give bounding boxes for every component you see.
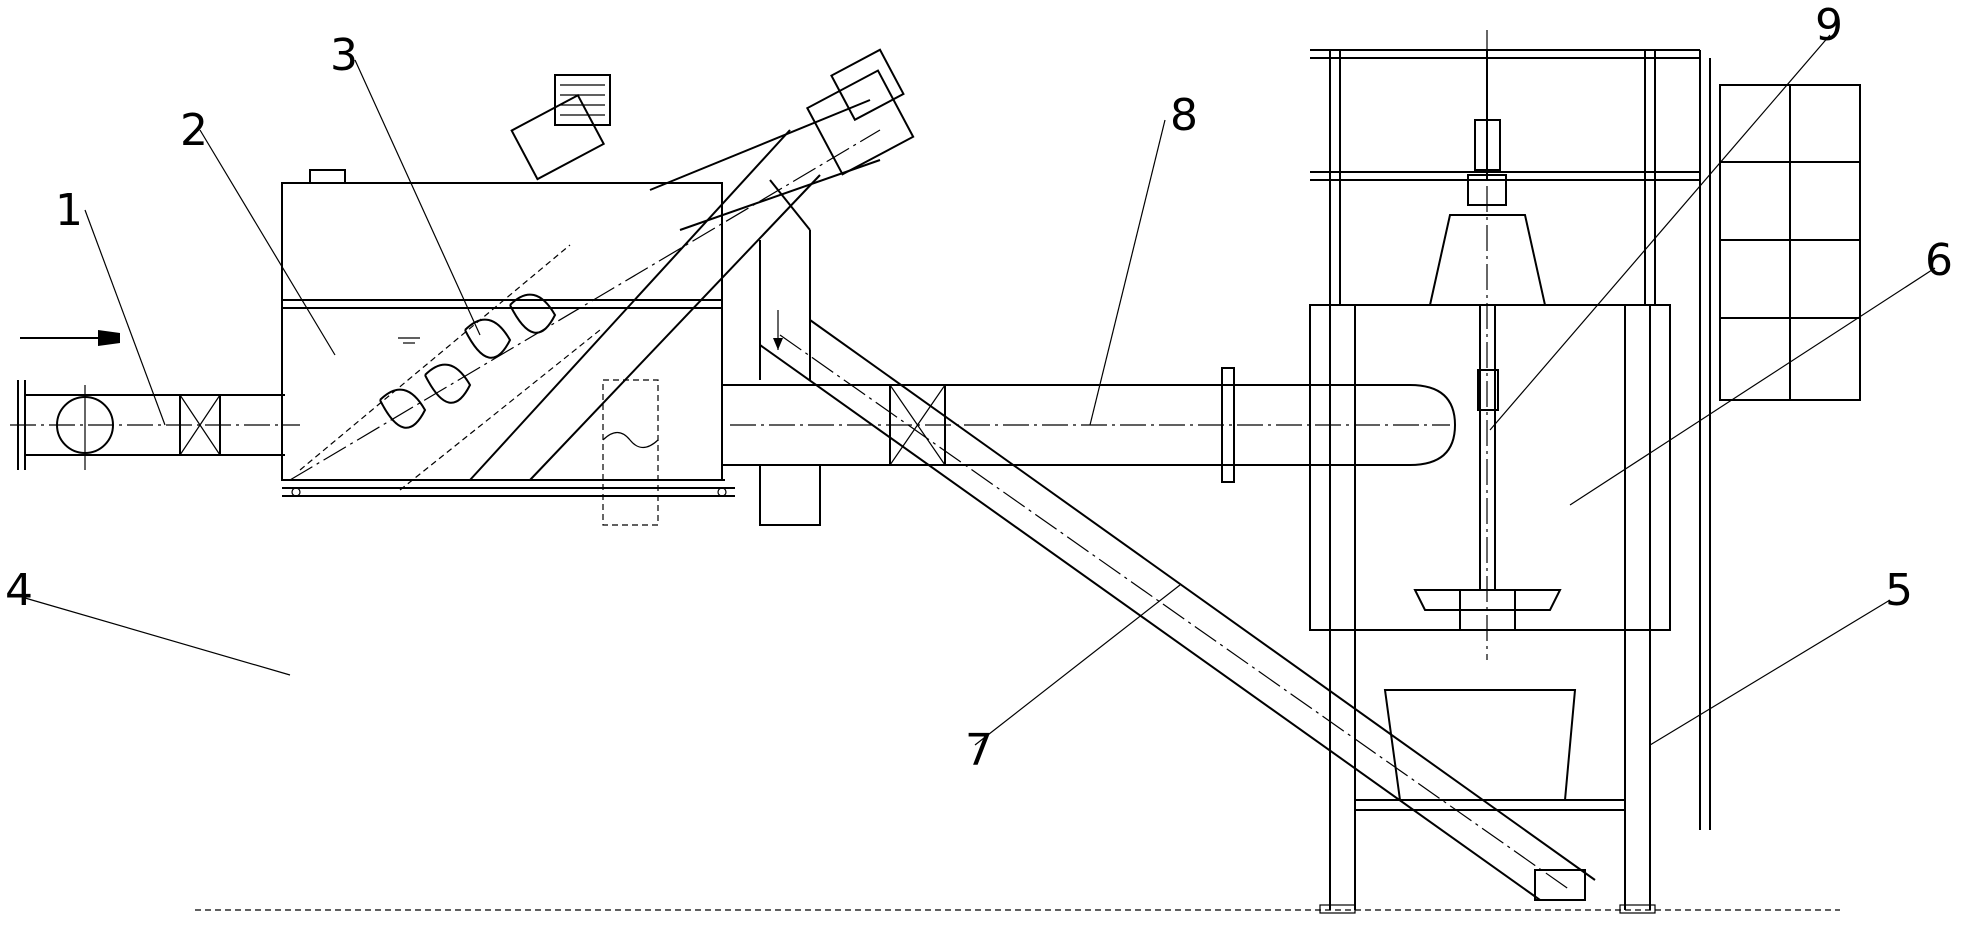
callout-2: 2 — [180, 105, 208, 156]
ladder-cage — [1719, 84, 1861, 401]
callout-7: 7 — [965, 725, 993, 776]
callout-6: 6 — [1925, 235, 1953, 286]
callout-8: 8 — [1170, 90, 1198, 141]
leader-lines — [24, 34, 1936, 746]
flow-arrow — [20, 330, 120, 346]
railing — [1310, 49, 1711, 830]
callout-1: 1 — [55, 185, 83, 236]
transfer-pipe — [722, 367, 1457, 483]
settling-tank — [1309, 304, 1671, 914]
callout-9: 9 — [1815, 0, 1843, 51]
agitator — [1413, 30, 1562, 660]
callout-4: 4 — [5, 565, 33, 616]
inlet-pipe — [10, 380, 300, 470]
tank — [281, 169, 735, 526]
callout-5: 5 — [1885, 565, 1913, 616]
inclined-conveyor — [759, 319, 1596, 901]
screw-conveyor — [289, 48, 915, 526]
callout-3: 3 — [330, 30, 358, 81]
